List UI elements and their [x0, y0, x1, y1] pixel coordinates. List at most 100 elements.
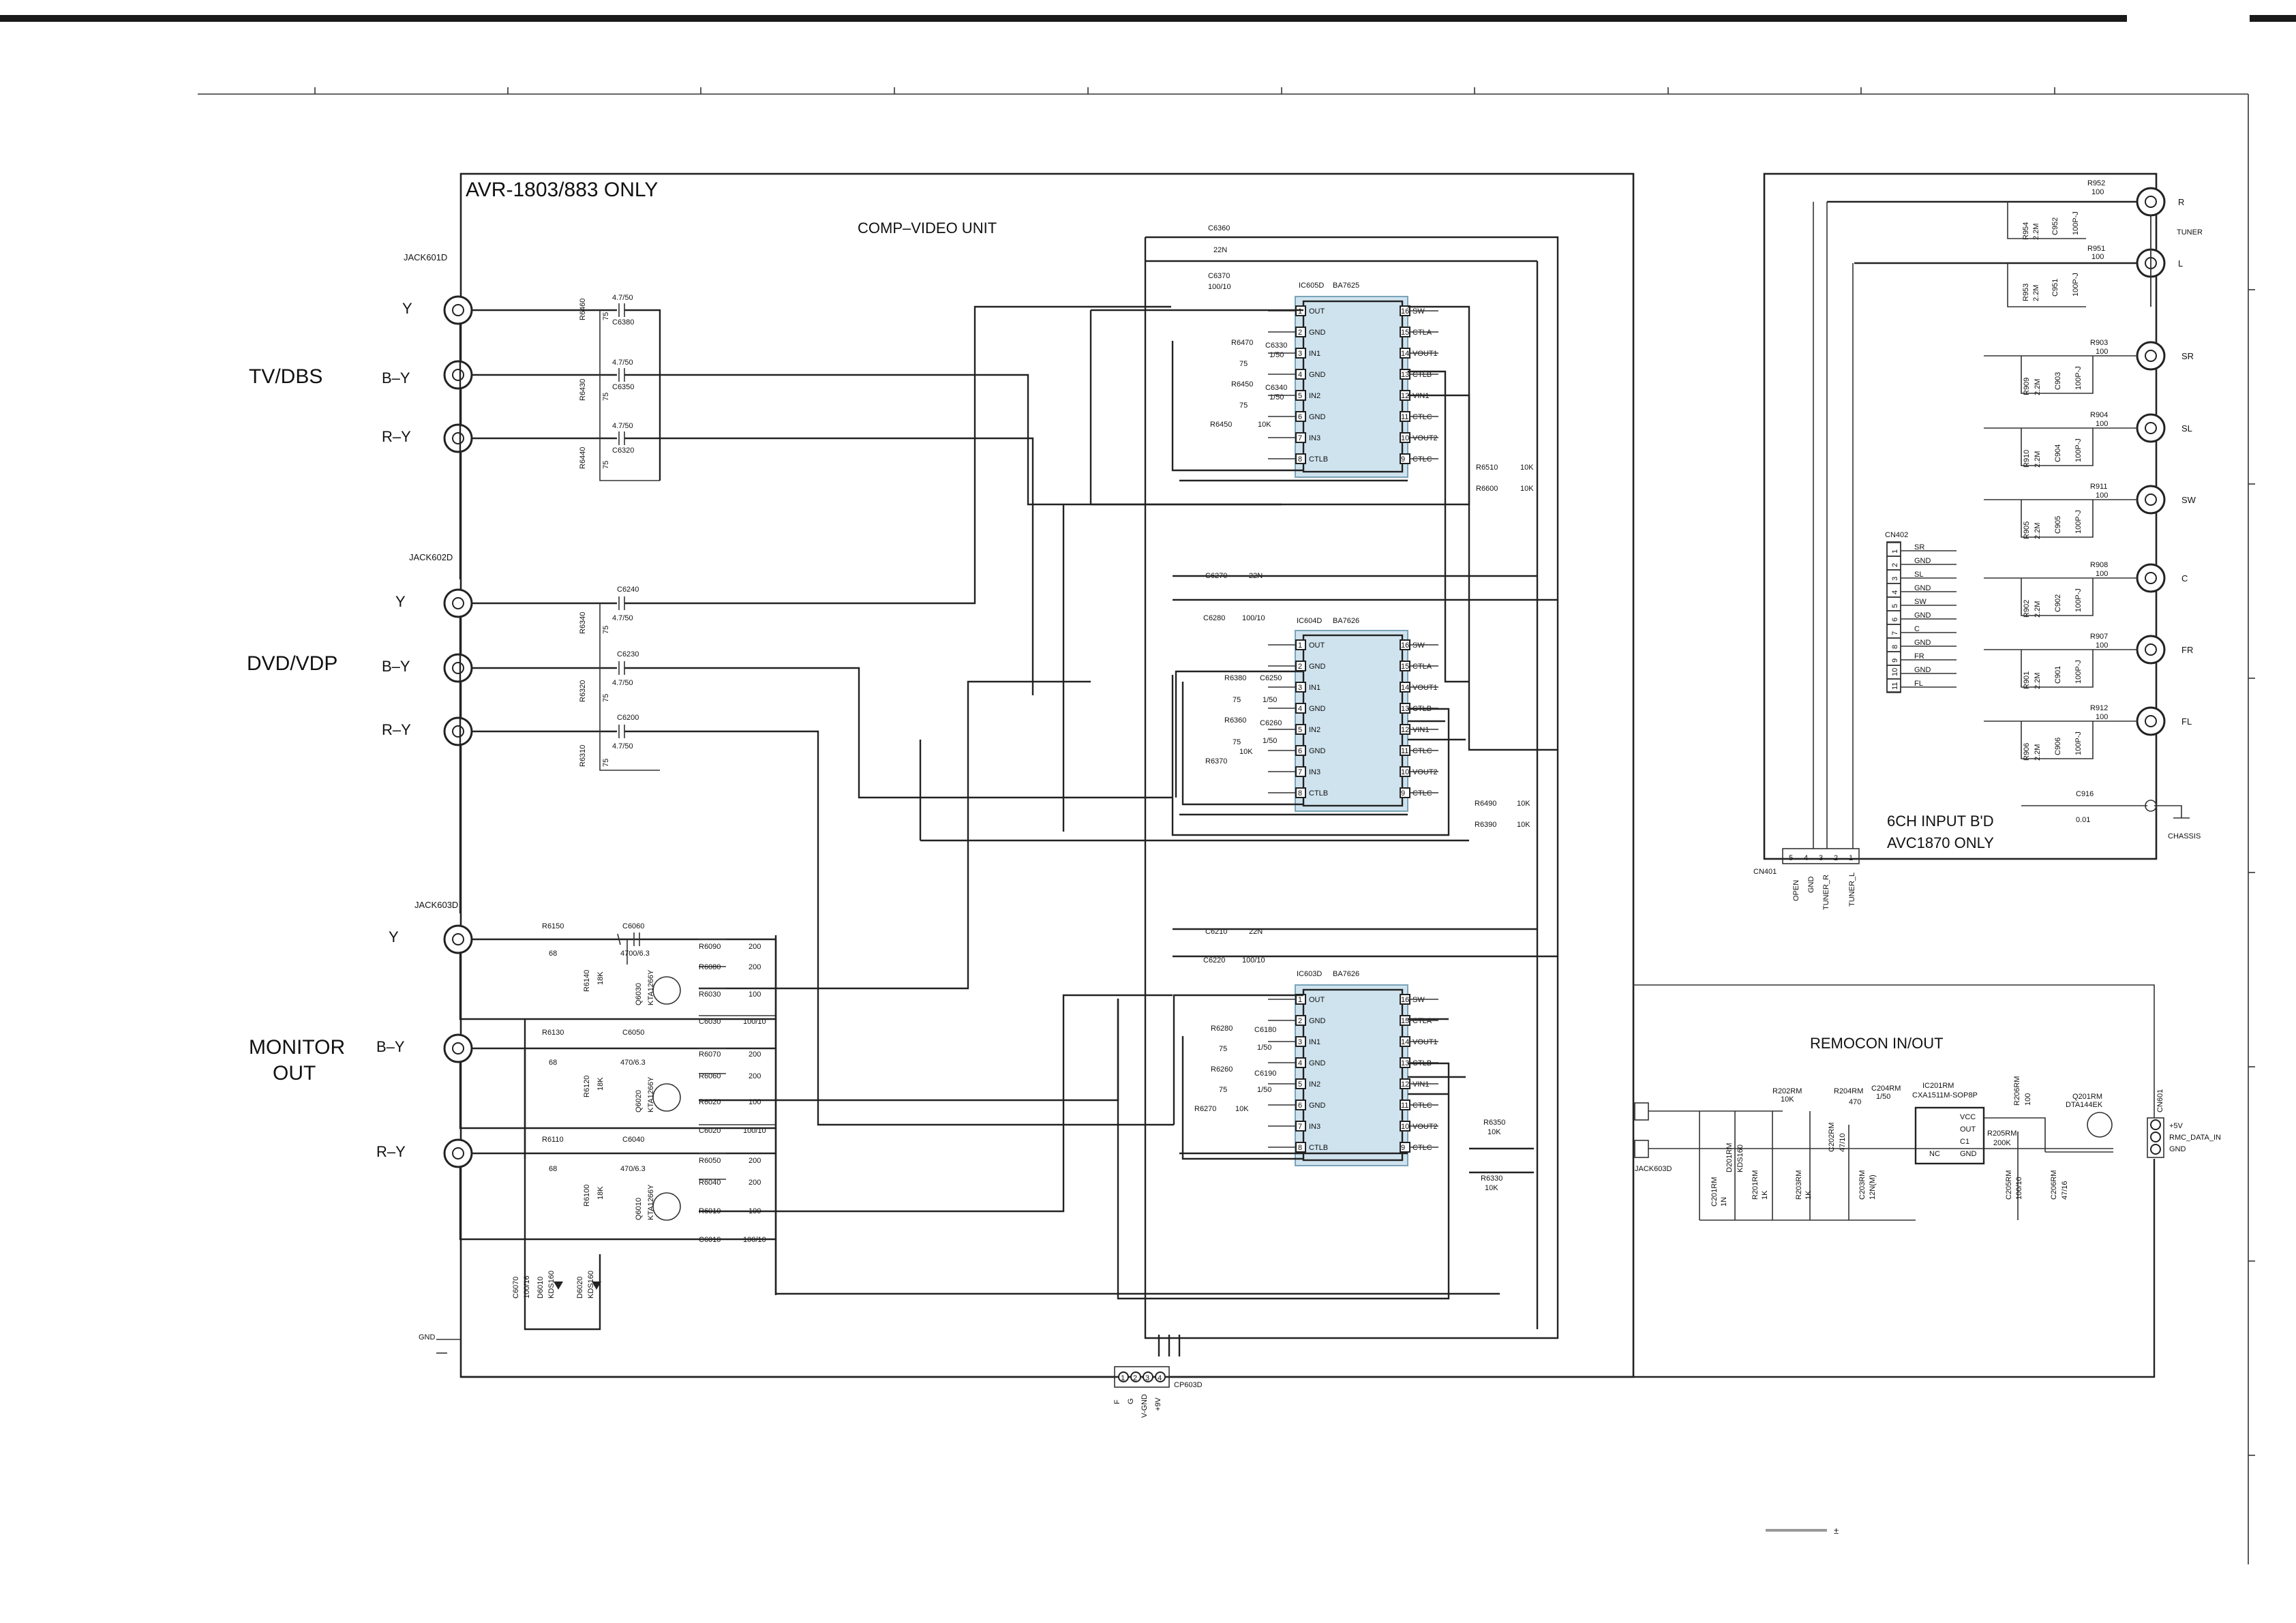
six-ch-board: 6CH INPUT B'D AVC1870 ONLY R L TUNER R95…: [1753, 172, 2203, 910]
svg-text:5: 5: [1789, 854, 1793, 862]
input-labels: 4.7/50 C6380 R6460 75 4.7/50 C6350 R6430…: [579, 294, 639, 767]
svg-text:4.7/50: 4.7/50: [612, 359, 633, 367]
svg-text:8: 8: [1891, 645, 1899, 649]
jack-dvd-by: B–Y: [382, 653, 473, 683]
svg-text:R6490: R6490: [1475, 800, 1496, 808]
svg-text:CTLC: CTLC: [1413, 413, 1432, 421]
svg-text:200: 200: [749, 1050, 761, 1059]
svg-text:11: 11: [1891, 682, 1899, 690]
svg-text:C901: C901: [2054, 666, 2062, 684]
svg-text:VOUT1: VOUT1: [1413, 350, 1438, 358]
svg-text:9: 9: [1401, 455, 1405, 464]
svg-text:1: 1: [1121, 1374, 1125, 1382]
svg-text:1/50: 1/50: [1269, 393, 1284, 401]
svg-text:18K: 18K: [596, 1077, 605, 1091]
svg-text:SL: SL: [1914, 571, 1923, 579]
svg-text:VOUT2: VOUT2: [1413, 1123, 1438, 1131]
svg-text:1N: 1N: [1720, 1197, 1728, 1207]
svg-text:R954: R954: [2022, 222, 2030, 240]
svg-text:8: 8: [1298, 789, 1302, 798]
svg-text:100/10: 100/10: [1242, 614, 1265, 622]
svg-text:1/50: 1/50: [1269, 351, 1284, 359]
svg-text:C6060: C6060: [622, 922, 644, 930]
svg-text:OUT: OUT: [1309, 996, 1325, 1004]
svg-text:C201RM: C201RM: [1710, 1177, 1719, 1207]
svg-text:12N(M): 12N(M): [1869, 1174, 1877, 1200]
svg-text:IN2: IN2: [1309, 726, 1320, 734]
svg-text:GND: GND: [1309, 1059, 1326, 1067]
cn601-connector: [2147, 1117, 2164, 1158]
svg-text:R6070: R6070: [699, 1050, 721, 1059]
group-label-tv-dbs: TV/DBS: [249, 365, 322, 388]
svg-text:+5V: +5V: [2169, 1122, 2184, 1130]
svg-text:VOUT2: VOUT2: [1413, 434, 1438, 442]
svg-text:14: 14: [1401, 350, 1409, 358]
svg-text:9: 9: [1401, 1144, 1405, 1152]
svg-text:IN3: IN3: [1309, 434, 1320, 442]
svg-text:IC201RM: IC201RM: [1922, 1082, 1954, 1090]
svg-text:100: 100: [2096, 348, 2108, 356]
svg-text:1K: 1K: [1804, 1190, 1813, 1200]
svg-text:68: 68: [549, 950, 557, 958]
svg-text:R6440: R6440: [579, 447, 587, 469]
svg-text:CTLB: CTLB: [1309, 1144, 1328, 1152]
svg-text:2: 2: [1834, 854, 1838, 862]
svg-text:1/50: 1/50: [1263, 737, 1277, 745]
group-label-out: OUT: [273, 1062, 316, 1084]
svg-text:R6350: R6350: [1483, 1119, 1505, 1127]
svg-text:C6190: C6190: [1254, 1070, 1276, 1078]
svg-text:KDS160: KDS160: [547, 1271, 556, 1299]
svg-text:4.7/50: 4.7/50: [612, 679, 633, 687]
svg-text:6: 6: [1891, 618, 1899, 622]
svg-text:KTA1266Y: KTA1266Y: [647, 1076, 655, 1112]
svg-text:13: 13: [1401, 371, 1409, 379]
jack-ref-603d: JACK603D: [414, 900, 458, 910]
svg-text:10K: 10K: [1235, 1105, 1249, 1113]
svg-text:R909: R909: [2023, 378, 2031, 395]
svg-text:10K: 10K: [1487, 1128, 1501, 1136]
svg-text:100: 100: [749, 1207, 761, 1215]
svg-text:15: 15: [1401, 663, 1409, 671]
svg-text:C6350: C6350: [612, 383, 634, 391]
svg-text:75: 75: [1233, 738, 1241, 746]
svg-text:B–Y: B–Y: [382, 658, 410, 675]
svg-text:4: 4: [1891, 590, 1899, 594]
svg-text:75: 75: [1233, 696, 1241, 704]
svg-text:SW: SW: [2181, 495, 2196, 505]
svg-text:GND: GND: [2169, 1145, 2186, 1153]
jack-tv-ry: R–Y: [382, 423, 473, 453]
svg-text:BA7626: BA7626: [1333, 970, 1359, 978]
svg-text:R6360: R6360: [1224, 716, 1246, 725]
svg-text:R902: R902: [2023, 600, 2031, 618]
svg-text:FR: FR: [2181, 645, 2193, 655]
svg-text:Y: Y: [395, 593, 406, 610]
svg-text:68: 68: [549, 1059, 557, 1067]
svg-text:GND: GND: [1807, 877, 1815, 894]
svg-text:C904: C904: [2054, 444, 2062, 462]
svg-text:R6040: R6040: [699, 1179, 721, 1187]
svg-text:4: 4: [1298, 705, 1302, 713]
svg-text:75: 75: [602, 461, 610, 469]
svg-text:D6010: D6010: [537, 1277, 545, 1299]
svg-text:1: 1: [1891, 549, 1899, 553]
svg-text:V-GND: V-GND: [1141, 1394, 1149, 1418]
svg-text:10K: 10K: [1517, 821, 1530, 829]
svg-text:R–Y: R–Y: [382, 428, 411, 445]
svg-text:C205RM: C205RM: [2005, 1170, 2013, 1200]
svg-text:100: 100: [2096, 713, 2108, 721]
svg-text:22N: 22N: [1213, 246, 1227, 254]
svg-text:2.2M: 2.2M: [2034, 673, 2042, 689]
driver-stage-by: R6130 68 C6050 470/6.3 R6120 18K Q6020 K…: [472, 1029, 776, 1135]
svg-text:R903: R903: [2090, 339, 2108, 347]
